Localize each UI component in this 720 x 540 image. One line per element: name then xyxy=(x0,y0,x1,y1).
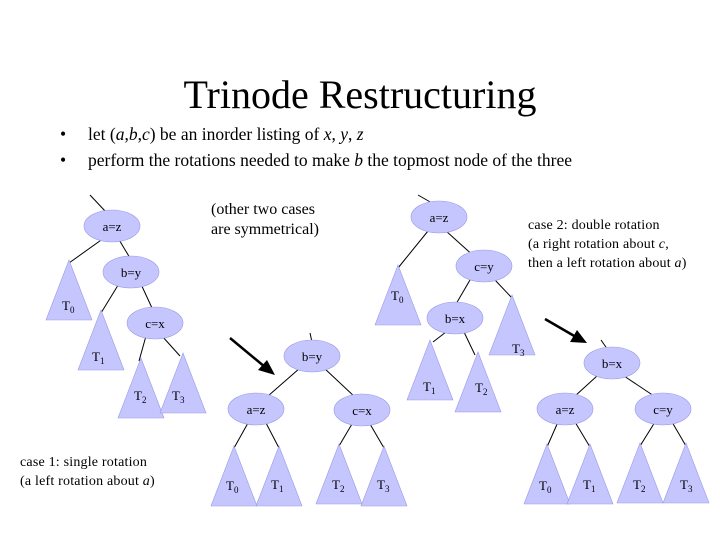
subtree-t2 xyxy=(454,351,502,413)
subtree-t1 xyxy=(77,309,125,371)
node-label-b-y: b=y xyxy=(302,349,323,364)
bullet-marker: • xyxy=(60,150,66,170)
edge xyxy=(455,279,471,305)
subtree-t3 xyxy=(159,352,207,414)
node-a-z xyxy=(83,209,141,243)
node-a-z xyxy=(536,392,594,426)
edge xyxy=(494,279,513,299)
node-label-a-z: a=z xyxy=(247,402,266,417)
node-a-z xyxy=(227,392,285,426)
subtree-t3 xyxy=(360,445,408,507)
subtree-t2 xyxy=(117,357,165,419)
edge xyxy=(138,335,147,362)
node-label-a-z: a=z xyxy=(556,402,575,417)
subtree-t1 xyxy=(255,445,303,507)
arrow-case1 xyxy=(229,337,275,375)
edge xyxy=(671,421,687,447)
edge xyxy=(623,375,655,397)
edge xyxy=(265,422,280,449)
bullet-1: let (a,b,c) be an inorder listing of x, … xyxy=(88,124,364,144)
edge xyxy=(100,281,121,314)
edge xyxy=(546,421,559,448)
node-label-c-y: c=y xyxy=(474,259,494,274)
edge xyxy=(68,237,105,264)
subtree-t0 xyxy=(523,443,571,505)
tree-case2-before: a=z c=y b=x T0 T3 T1 T2 xyxy=(374,194,536,413)
edge xyxy=(463,331,476,356)
node-label-b-x: b=x xyxy=(445,311,466,326)
node-b-y xyxy=(102,255,160,289)
node-c-x xyxy=(126,306,184,340)
edge xyxy=(432,331,447,343)
edge xyxy=(369,423,385,449)
slide-title: Trinode Restructuring xyxy=(184,72,537,117)
bullet-2: perform the rotations needed to make b t… xyxy=(88,150,572,170)
edge xyxy=(574,421,591,448)
node-b-x xyxy=(426,301,484,335)
case2-line-1: case 2: double rotation xyxy=(528,218,660,233)
case1-line-2: (a left rotation about a) xyxy=(20,474,155,489)
node-c-y xyxy=(455,249,513,283)
node-label-c-x: c=x xyxy=(145,316,165,331)
subtree-t3 xyxy=(488,294,536,356)
subtree-t0 xyxy=(45,259,93,321)
edge xyxy=(233,422,249,449)
subtree-t3 xyxy=(662,442,710,504)
subtree-t2 xyxy=(616,442,664,504)
edge xyxy=(89,194,107,213)
edge xyxy=(639,421,656,447)
node-label-b-y: b=y xyxy=(121,265,142,280)
edge xyxy=(161,335,181,357)
tree-case1-before: a=z b=y c=x T0 T1 T2 T3 xyxy=(45,194,207,419)
note-line-2: are symmetrical) xyxy=(211,221,319,238)
node-a-z xyxy=(410,200,468,234)
node-label-b-x: b=x xyxy=(602,356,623,371)
case2-line-2: (a right rotation about c, xyxy=(528,237,669,252)
node-c-x xyxy=(333,393,391,427)
subtree-t0 xyxy=(210,445,258,507)
bullet-list: • let (a,b,c) be an inorder listing of x… xyxy=(60,124,572,170)
arrow-case2 xyxy=(544,317,587,343)
node-label-c-y: c=y xyxy=(653,402,673,417)
node-label-a-z: a=z xyxy=(430,210,449,225)
arrow-head xyxy=(258,360,275,375)
tree-case1-after: b=y a=z c=x T0 T1 T2 T3 xyxy=(210,332,408,507)
edge xyxy=(397,230,429,269)
case1-line-1: case 1: single rotation xyxy=(20,455,147,470)
arrow-line xyxy=(544,317,577,339)
node-b-y xyxy=(283,339,341,373)
case2-line-3: then a left rotation about a) xyxy=(528,256,687,271)
edge xyxy=(574,375,598,397)
edge xyxy=(323,367,357,399)
edge xyxy=(267,367,301,397)
bullet-marker: • xyxy=(60,124,66,144)
node-c-y xyxy=(634,392,692,426)
subtree-t1 xyxy=(406,339,454,401)
node-label-c-x: c=x xyxy=(352,403,372,418)
subtree-t2 xyxy=(315,443,363,505)
tree-case2-after: b=x a=z c=y T0 T1 T2 T3 xyxy=(523,339,710,505)
edge xyxy=(338,423,353,447)
node-b-x xyxy=(583,346,641,380)
subtree-t1 xyxy=(566,443,614,505)
arrow-head xyxy=(570,330,587,343)
node-label-a-z: a=z xyxy=(103,219,122,234)
note-line-1: (other two cases xyxy=(211,201,315,218)
arrow-line xyxy=(229,337,266,368)
subtree-t0 xyxy=(374,264,422,326)
